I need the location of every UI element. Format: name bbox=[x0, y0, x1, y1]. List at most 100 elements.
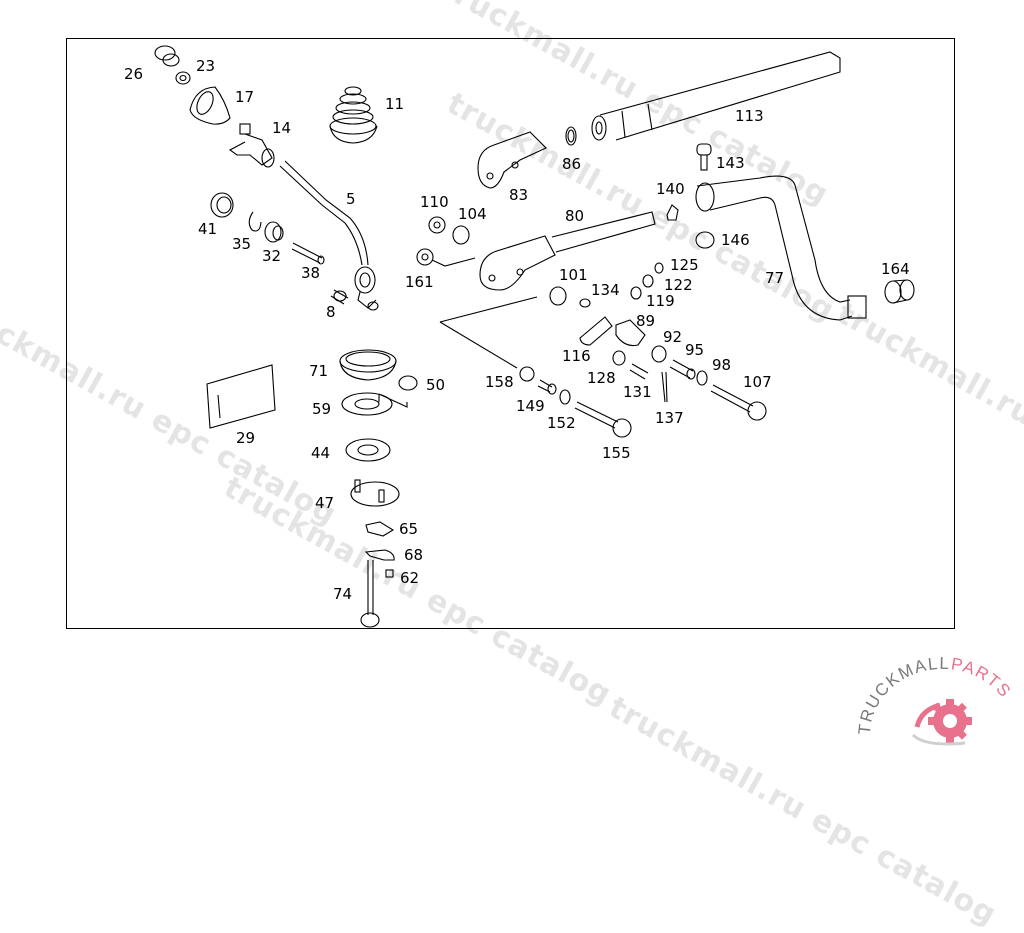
part-80-shaft-icon bbox=[479, 211, 656, 291]
part-50-nut-icon bbox=[398, 375, 418, 391]
callout-158[interactable]: 158 bbox=[485, 373, 514, 391]
leader-line bbox=[439, 296, 538, 369]
part-74-bolt-icon bbox=[360, 560, 380, 628]
part-77-lever-icon bbox=[695, 175, 867, 321]
part-38-pin-icon bbox=[291, 242, 325, 265]
callout-143[interactable]: 143 bbox=[716, 154, 745, 172]
callout-125[interactable]: 125 bbox=[670, 256, 699, 274]
callout-62[interactable]: 62 bbox=[400, 569, 420, 587]
part-152-washer-icon bbox=[559, 389, 571, 405]
part-23-nut-icon bbox=[175, 71, 191, 85]
callout-128[interactable]: 128 bbox=[587, 369, 616, 387]
callout-23[interactable]: 23 bbox=[196, 57, 216, 75]
callout-38[interactable]: 38 bbox=[301, 264, 321, 282]
part-14-selector-icon bbox=[228, 123, 275, 168]
callout-71[interactable]: 71 bbox=[309, 362, 329, 380]
part-95-sleeve-icon bbox=[669, 359, 696, 380]
callout-86[interactable]: 86 bbox=[562, 155, 582, 173]
part-89-link-icon bbox=[615, 319, 646, 347]
callout-104[interactable]: 104 bbox=[458, 205, 487, 223]
callout-80[interactable]: 80 bbox=[565, 207, 585, 225]
truckmall-parts-logo: TRUCKMALLPARTS bbox=[855, 655, 1015, 746]
callout-119[interactable]: 119 bbox=[646, 292, 675, 310]
part-59-plate-icon bbox=[341, 392, 393, 416]
callout-107[interactable]: 107 bbox=[743, 373, 772, 391]
exploded-view-drawing bbox=[154, 45, 915, 628]
part-68-hook-icon bbox=[364, 549, 395, 561]
callout-98[interactable]: 98 bbox=[712, 356, 732, 374]
callout-29[interactable]: 29 bbox=[236, 429, 256, 447]
part-137-cotter-pin-icon bbox=[661, 371, 668, 403]
diagram-frame bbox=[66, 38, 955, 629]
callout-8[interactable]: 8 bbox=[326, 303, 336, 321]
callout-137[interactable]: 137 bbox=[655, 409, 684, 427]
part-113-tube-icon bbox=[591, 51, 841, 141]
part-104-cap-icon bbox=[452, 225, 470, 245]
part-134-pin-icon bbox=[579, 298, 591, 308]
part-44-plate-icon bbox=[345, 438, 391, 462]
callout-5[interactable]: 5 bbox=[346, 190, 356, 208]
callout-152[interactable]: 152 bbox=[547, 414, 576, 432]
callout-14[interactable]: 14 bbox=[272, 119, 292, 137]
part-101-spring-icon bbox=[549, 286, 567, 306]
callout-68[interactable]: 68 bbox=[404, 546, 424, 564]
callout-140[interactable]: 140 bbox=[656, 180, 685, 198]
part-5-shift-lever-icon bbox=[279, 160, 379, 311]
callout-26[interactable]: 26 bbox=[124, 65, 144, 83]
callout-77[interactable]: 77 bbox=[765, 269, 785, 287]
callout-74[interactable]: 74 bbox=[333, 585, 353, 603]
callout-47[interactable]: 47 bbox=[315, 494, 335, 512]
part-116-clevis-icon bbox=[579, 316, 613, 346]
callout-50[interactable]: 50 bbox=[426, 376, 446, 394]
part-11-boot-icon bbox=[329, 86, 378, 144]
callout-17[interactable]: 17 bbox=[235, 88, 255, 106]
callout-131[interactable]: 131 bbox=[623, 383, 652, 401]
callout-155[interactable]: 155 bbox=[602, 444, 631, 462]
callout-89[interactable]: 89 bbox=[636, 312, 656, 330]
part-86-oring-icon bbox=[565, 126, 577, 146]
callout-95[interactable]: 95 bbox=[685, 341, 705, 359]
callout-32[interactable]: 32 bbox=[262, 247, 282, 265]
leader-line bbox=[431, 257, 476, 267]
callout-113[interactable]: 113 bbox=[735, 107, 764, 125]
callout-122[interactable]: 122 bbox=[664, 276, 693, 294]
part-47-plate-icon bbox=[350, 479, 400, 507]
part-8-bushing-icon bbox=[330, 289, 349, 305]
callout-65[interactable]: 65 bbox=[399, 520, 419, 538]
callout-44[interactable]: 44 bbox=[311, 444, 331, 462]
part-125-washer-icon bbox=[654, 262, 664, 274]
callout-110[interactable]: 110 bbox=[420, 193, 449, 211]
part-17-knob-icon bbox=[189, 86, 231, 125]
part-92-bushing-icon bbox=[651, 345, 667, 363]
callout-92[interactable]: 92 bbox=[663, 328, 683, 346]
part-62-cap-icon bbox=[385, 569, 394, 578]
callout-134[interactable]: 134 bbox=[591, 281, 620, 299]
part-131-pin-icon bbox=[629, 363, 649, 380]
callout-35[interactable]: 35 bbox=[232, 235, 252, 253]
callout-146[interactable]: 146 bbox=[721, 231, 750, 249]
part-146-nut-icon bbox=[695, 231, 715, 249]
callout-59[interactable]: 59 bbox=[312, 400, 332, 418]
part-122-washer-icon bbox=[642, 274, 654, 288]
part-29-shift-pattern-plate-icon bbox=[206, 364, 276, 429]
callout-116[interactable]: 116 bbox=[562, 347, 591, 365]
part-158-bushing-icon bbox=[519, 366, 535, 382]
leader-line bbox=[378, 393, 408, 408]
part-107-bolt-icon bbox=[710, 384, 767, 421]
callout-41[interactable]: 41 bbox=[198, 220, 218, 238]
callout-101[interactable]: 101 bbox=[559, 266, 588, 284]
part-98-washer-icon bbox=[696, 370, 708, 386]
callout-164[interactable]: 164 bbox=[881, 260, 910, 278]
part-128-bushing-icon bbox=[612, 350, 626, 366]
part-119-washer-icon bbox=[630, 286, 642, 300]
callout-11[interactable]: 11 bbox=[385, 95, 405, 113]
callout-161[interactable]: 161 bbox=[405, 273, 434, 291]
part-161-nut-icon bbox=[416, 248, 434, 266]
part-26-cap-icon bbox=[154, 45, 180, 67]
part-164-coupling-icon bbox=[884, 279, 915, 304]
callout-83[interactable]: 83 bbox=[509, 186, 529, 204]
part-71-boot-ring-icon bbox=[339, 349, 397, 381]
logo-text-accent: PARTS bbox=[950, 655, 1015, 702]
callout-149[interactable]: 149 bbox=[516, 397, 545, 415]
